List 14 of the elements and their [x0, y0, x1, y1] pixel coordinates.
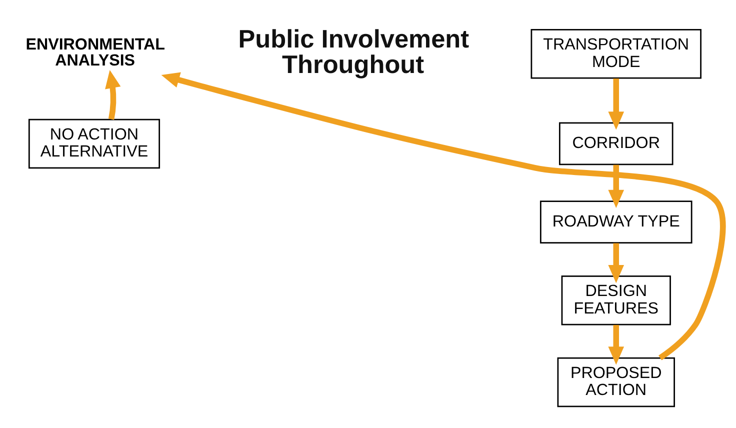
node-box: CORRIDOR: [558, 122, 674, 166]
label: Public Involvement Throughout: [238, 26, 470, 79]
node-text: ENVIRONMENTAL ANALYSIS: [26, 35, 166, 70]
arrow: [105, 70, 121, 120]
arrow: [161, 72, 726, 360]
arrow: [608, 78, 624, 130]
node-box: PROPOSED ACTION: [557, 357, 675, 408]
arrow: [608, 324, 624, 365]
node-box: TRANSPORTATION MODE: [530, 28, 702, 79]
node-box: ROADWAY TYPE: [540, 200, 692, 244]
arrow: [608, 164, 624, 208]
node-box: DESIGN FEATURES: [561, 276, 671, 326]
node-box: NO ACTION ALTERNATIVE: [28, 118, 160, 169]
arrow: [608, 243, 624, 284]
